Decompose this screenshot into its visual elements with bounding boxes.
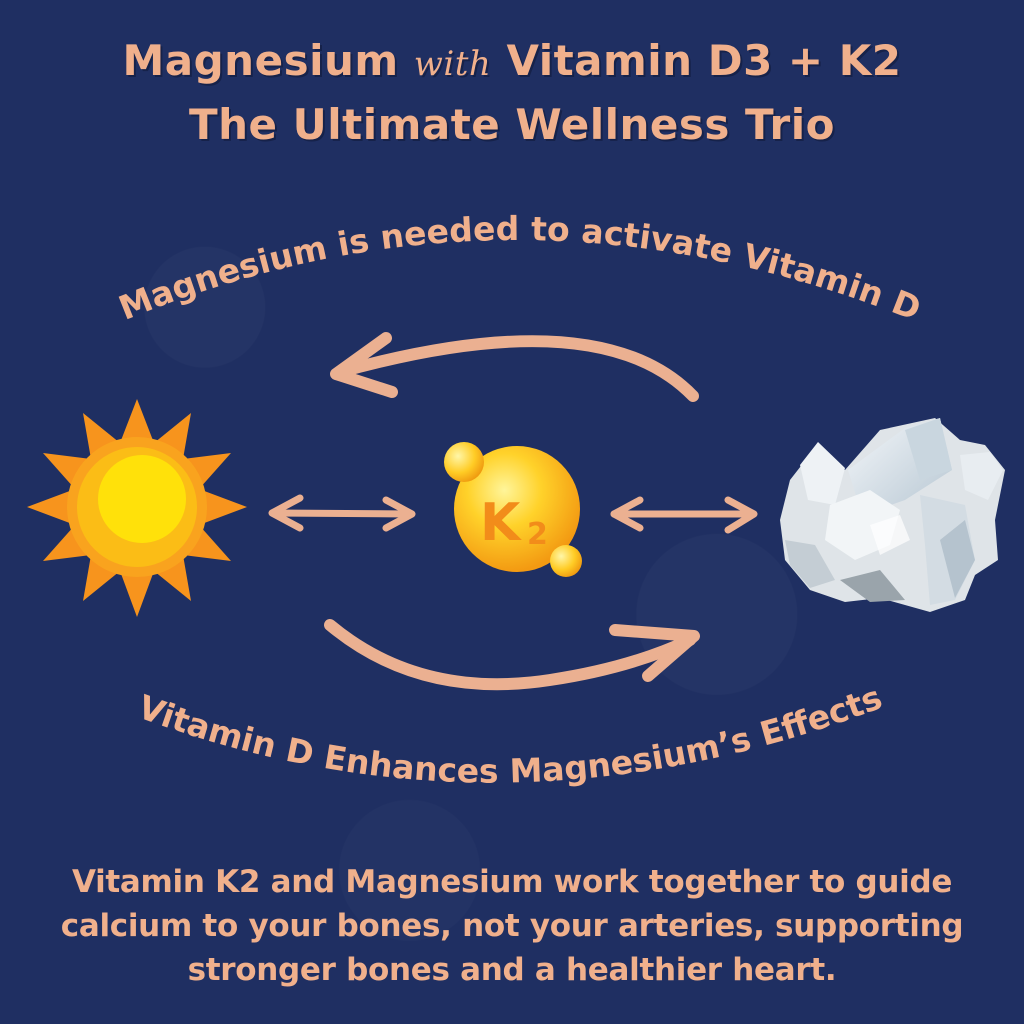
sun-icon	[27, 399, 247, 617]
top-caption: Magnesium is needed to activate Vitamin …	[113, 209, 926, 328]
double-arrow-sun-k2	[268, 494, 416, 532]
footer-description: Vitamin K2 and Magnesium work together t…	[20, 860, 1004, 992]
title-part-1: Magnesium	[122, 36, 399, 85]
title-with: with	[413, 44, 492, 84]
k2-orb-icon: K 2	[444, 442, 582, 577]
k2-letter: K	[480, 493, 522, 553]
subtitle: The Ultimate Wellness Trio	[188, 100, 836, 149]
bottom-caption: Vitamin D Enhances Magnesium’s Effects	[133, 677, 887, 790]
footer-line-2: calcium to your bones, not your arteries…	[60, 908, 964, 944]
title-line-1: Magnesium with Vitamin D3 + K2	[0, 36, 1024, 85]
arrow-vitamin-d-to-magnesium	[324, 619, 700, 691]
footer-line-3: stronger bones and a healthier heart.	[187, 952, 837, 988]
footer-line-1: Vitamin K2 and Magnesium work together t…	[71, 864, 953, 900]
double-arrow-k2-magnesium	[610, 496, 758, 534]
k2-subscript: 2	[527, 517, 548, 552]
magnesium-crystal-icon	[780, 418, 1005, 612]
arrow-magnesium-to-vitamin-d	[330, 332, 699, 402]
title-part-2: Vitamin D3 + K2	[506, 36, 902, 85]
